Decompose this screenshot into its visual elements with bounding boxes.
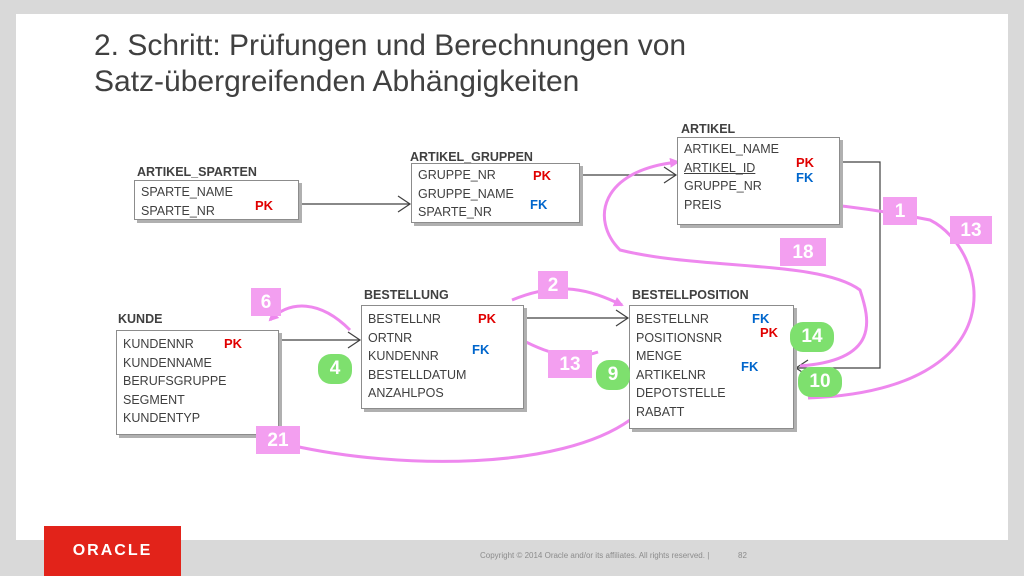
table-bestellung: BESTELLNR ORTNR KUNDENNR BESTELLDATUM AN… [361, 305, 524, 409]
step-badge-1: 1 [883, 197, 917, 225]
table-title-artikel-sparten: ARTIKEL_SPARTEN [137, 165, 257, 179]
column-gruppe-name: GRUPPE_NAME [418, 186, 514, 201]
column-artikel-name: ARTIKEL_NAME [684, 142, 779, 156]
title-line-1: 2. Schritt: Prüfungen und Berechnungen v… [94, 29, 687, 62]
rel-artikel-position [796, 161, 881, 369]
column-kundenname: KUNDENNAME [123, 355, 212, 370]
column-gruppe-nr: GRUPPE_NR [684, 179, 762, 194]
column-menge: MENGE [636, 349, 682, 364]
crowfoot-position [615, 309, 630, 327]
table-title-bestellposition: BESTELLPOSITION [632, 288, 749, 302]
column-sparte-nr: SPARTE_NR [141, 203, 215, 218]
pk-badge-bestellung: PK [478, 311, 497, 326]
pk-badge-sparten: PK [255, 198, 274, 213]
pk-badge-artikel: PK [796, 155, 815, 170]
arrow-2 [511, 287, 624, 307]
table-artikel: ARTIKEL_NAME ARTIKEL_ID GRUPPE_NR PREIS [677, 137, 840, 225]
table-title-kunde: KUNDE [118, 312, 163, 326]
table-title-artikel: ARTIKEL [681, 122, 736, 136]
step-badge-13-artikel: 13 [950, 216, 992, 244]
fk-badge-position-bestellnr: FK [752, 311, 770, 326]
column-kundennr: KUNDENNR [123, 337, 194, 351]
column-berufsgruppe: BERUFSGRUPPE [123, 374, 227, 389]
page-title: 2. Schritt: Prüfungen und Berechnungen v… [94, 28, 686, 100]
step-badge-9: 9 [596, 360, 630, 390]
column-gruppe-nr: GRUPPE_NR [418, 168, 496, 182]
column-sparte-name: SPARTE_NAME [141, 185, 233, 199]
crowfoot-gruppen [397, 195, 412, 213]
step-badge-18: 18 [780, 238, 826, 266]
column-kundennr: KUNDENNR [368, 349, 439, 364]
fk-badge-position-artikelnr: FK [741, 359, 759, 374]
pk-badge-gruppen: PK [533, 168, 552, 183]
table-bestellposition: BESTELLNR POSITIONSNR MENGE ARTIKELNR DE… [629, 305, 794, 429]
table-title-artikel-gruppen: ARTIKEL_GRUPPEN [410, 150, 533, 164]
footer-separator: | [707, 551, 710, 560]
column-depotstelle: DEPOTSTELLE [636, 386, 726, 401]
oracle-logo-text: ORACLE [72, 542, 153, 559]
step-badge-10: 10 [798, 367, 842, 397]
column-ortnr: ORTNR [368, 330, 413, 345]
copyright-notice: Copyright © 2014 Oracle and/or its affil… [480, 551, 705, 560]
oracle-logo: ORACLE [44, 526, 181, 576]
step-badge-4: 4 [318, 354, 352, 384]
column-bestellnr: BESTELLNR [368, 312, 441, 326]
step-badge-13-bestellung: 13 [548, 350, 592, 378]
pk-badge-kunde: PK [224, 336, 243, 351]
copyright-text: Copyright © 2014 Oracle and/or its affil… [480, 551, 709, 560]
arrow-6 [268, 304, 352, 332]
flow-arrows [234, 157, 976, 463]
column-rabatt: RABATT [636, 404, 685, 419]
column-kundentyp: KUNDENTYP [123, 411, 201, 426]
step-badge-14: 14 [790, 322, 834, 352]
pk-badge-position: PK [760, 325, 779, 340]
step-badge-2: 2 [538, 271, 568, 299]
table-artikel-sparten: SPARTE_NAME SPARTE_NR [134, 180, 299, 220]
step-badge-21: 21 [256, 426, 300, 454]
column-bestelldatum: BESTELLDATUM [368, 367, 467, 382]
step-badge-6: 6 [251, 288, 281, 316]
fk-badge-bestellung: FK [472, 342, 490, 357]
column-anzahlpos: ANZAHLPOS [368, 386, 444, 401]
fk-badge-gruppen: FK [530, 197, 548, 212]
slide-canvas [16, 14, 1008, 540]
column-artikelnr: ARTIKELNR [636, 367, 706, 382]
column-preis: PREIS [684, 197, 722, 212]
column-artikel-id: ARTIKEL_ID [684, 160, 756, 175]
table-artikel-gruppen: GRUPPE_NR GRUPPE_NAME SPARTE_NR [411, 163, 580, 223]
column-positionsnr: POSITIONSNR [636, 330, 723, 345]
crowfoot-artikel [663, 166, 678, 184]
column-segment: SEGMENT [123, 392, 185, 407]
fk-badge-artikel: FK [796, 170, 814, 185]
arrow-18 [602, 157, 869, 368]
table-title-bestellung: BESTELLUNG [364, 288, 449, 302]
table-kunde: KUNDENNR KUNDENNAME BERUFSGRUPPE SEGMENT… [116, 330, 279, 435]
relationship-lines [282, 161, 881, 377]
crowfoot-bestellung [347, 331, 362, 349]
column-bestellnr: BESTELLNR [636, 312, 709, 326]
page-number: 82 [738, 551, 747, 560]
title-line-2: Satz-übergreifenden Abhängigkeiten [94, 65, 580, 98]
column-sparte-nr: SPARTE_NR [418, 205, 492, 220]
